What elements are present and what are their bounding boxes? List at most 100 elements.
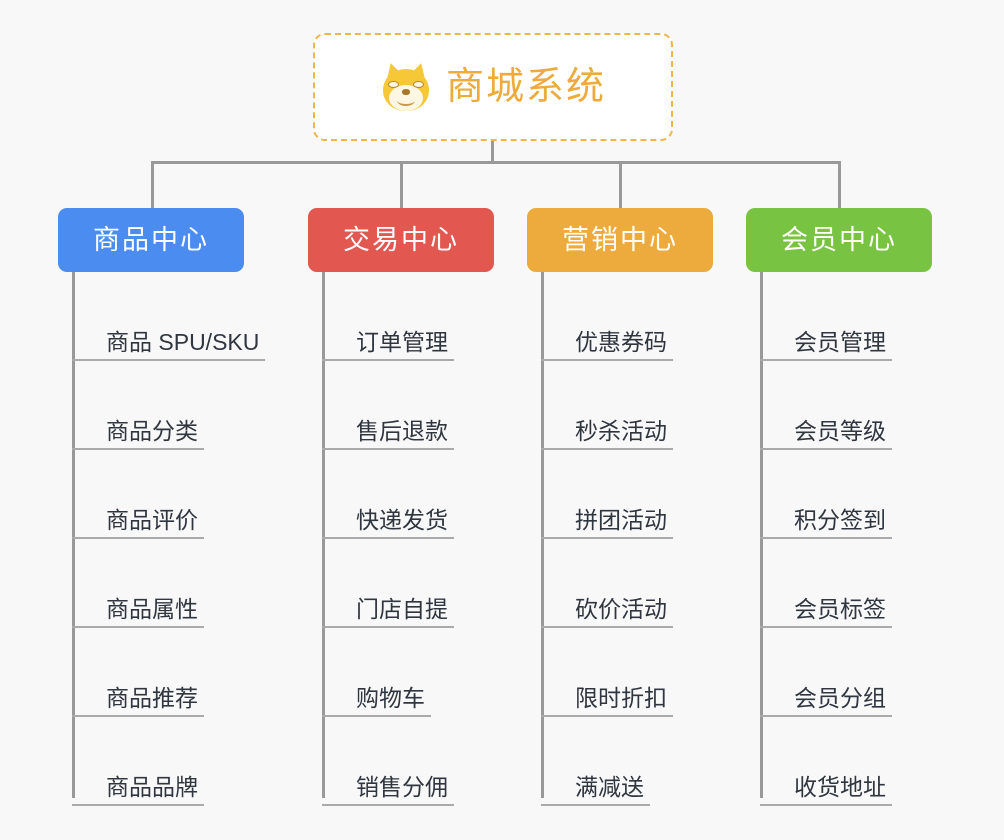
leaf-label: 门店自提	[356, 596, 448, 622]
leaf-label: 商品评价	[106, 507, 198, 533]
leaf-item[interactable]: 会员标签	[760, 539, 932, 628]
leaf-underline	[322, 537, 454, 539]
leaf-underline	[322, 804, 454, 806]
connector-horizontal-bus	[151, 161, 841, 164]
connector-trunk-3	[541, 272, 544, 798]
leaf-item[interactable]: 会员管理	[760, 272, 932, 361]
leaf-item[interactable]: 拼团活动	[541, 450, 713, 539]
leaf-item[interactable]: 门店自提	[322, 539, 494, 628]
leaf-underline	[541, 448, 673, 450]
leaf-list-2: 订单管理 售后退款 快递发货 门店自提 购物车 销售分佣	[322, 272, 494, 806]
leaf-list-4: 会员管理 会员等级 积分签到 会员标签 会员分组 收货地址	[760, 272, 932, 806]
connector-trunk-2	[322, 272, 325, 798]
leaf-underline	[72, 804, 204, 806]
leaf-label: 商品分类	[106, 418, 198, 444]
category-header-3[interactable]: 营销中心	[527, 208, 713, 272]
leaf-label: 商品属性	[106, 596, 198, 622]
leaf-item[interactable]: 优惠券码	[541, 272, 713, 361]
leaf-underline	[72, 448, 204, 450]
leaf-underline	[760, 537, 892, 539]
leaf-underline	[72, 715, 204, 717]
leaf-item[interactable]: 售后退款	[322, 361, 494, 450]
connector-trunk-4	[760, 272, 763, 798]
leaf-label: 购物车	[356, 685, 425, 711]
category-label: 营销中心	[562, 224, 678, 255]
connector-drop-3	[619, 161, 622, 208]
leaf-underline	[760, 359, 892, 361]
leaf-item[interactable]: 秒杀活动	[541, 361, 713, 450]
leaf-list-3: 优惠券码 秒杀活动 拼团活动 砍价活动 限时折扣 满减送	[541, 272, 713, 806]
leaf-underline	[541, 359, 673, 361]
leaf-item[interactable]: 砍价活动	[541, 539, 713, 628]
branch-column-3: 营销中心 优惠券码 秒杀活动 拼团活动 砍价活动 限时折扣	[527, 208, 713, 806]
leaf-underline	[72, 626, 204, 628]
leaf-label: 会员分组	[794, 685, 886, 711]
leaf-label: 商品品牌	[106, 774, 198, 800]
leaf-label: 快递发货	[356, 507, 448, 533]
leaf-item[interactable]: 订单管理	[322, 272, 494, 361]
leaf-label: 售后退款	[356, 418, 448, 444]
category-label: 商品中心	[93, 224, 209, 255]
leaf-label: 销售分佣	[356, 774, 448, 800]
leaf-label: 积分签到	[794, 507, 886, 533]
leaf-item[interactable]: 商品分类	[72, 361, 244, 450]
leaf-item[interactable]: 商品推荐	[72, 628, 244, 717]
leaf-underline	[541, 537, 673, 539]
leaf-underline	[760, 715, 892, 717]
leaf-item[interactable]: 限时折扣	[541, 628, 713, 717]
leaf-item[interactable]: 商品属性	[72, 539, 244, 628]
leaf-underline	[760, 804, 892, 806]
category-label: 会员中心	[781, 224, 897, 255]
leaf-label: 拼团活动	[575, 507, 667, 533]
category-header-2[interactable]: 交易中心	[308, 208, 494, 272]
root-node[interactable]: 商城系统	[313, 33, 673, 141]
leaf-underline	[322, 448, 454, 450]
leaf-underline	[322, 359, 454, 361]
leaf-item[interactable]: 快递发货	[322, 450, 494, 539]
shiba-dog-face-icon	[380, 60, 432, 113]
leaf-underline	[541, 715, 673, 717]
leaf-item[interactable]: 销售分佣	[322, 717, 494, 806]
leaf-label: 优惠券码	[575, 329, 667, 355]
leaf-label: 砍价活动	[575, 596, 667, 622]
category-header-4[interactable]: 会员中心	[746, 208, 932, 272]
leaf-item[interactable]: 商品品牌	[72, 717, 244, 806]
connector-trunk-1	[72, 272, 75, 798]
leaf-underline	[760, 448, 892, 450]
category-label: 交易中心	[343, 224, 459, 255]
leaf-item[interactable]: 积分签到	[760, 450, 932, 539]
leaf-item[interactable]: 商品 SPU/SKU	[72, 272, 265, 361]
branch-column-4: 会员中心 会员管理 会员等级 积分签到 会员标签 会员分组	[746, 208, 932, 806]
leaf-underline	[541, 626, 673, 628]
branch-column-1: 商品中心 商品 SPU/SKU 商品分类 商品评价 商品属性 商品推荐	[58, 208, 265, 806]
leaf-item[interactable]: 商品评价	[72, 450, 244, 539]
leaf-item[interactable]: 会员等级	[760, 361, 932, 450]
leaf-label: 秒杀活动	[575, 418, 667, 444]
leaf-item[interactable]: 会员分组	[760, 628, 932, 717]
leaf-label: 订单管理	[356, 329, 448, 355]
leaf-list-1: 商品 SPU/SKU 商品分类 商品评价 商品属性 商品推荐 商品品牌	[72, 272, 265, 806]
leaf-label: 商品推荐	[106, 685, 198, 711]
root-title: 商城系统	[445, 66, 606, 108]
leaf-label: 会员等级	[794, 418, 886, 444]
shiba-eye-left-icon	[387, 81, 399, 88]
category-header-1[interactable]: 商品中心	[58, 208, 244, 272]
leaf-label: 满减送	[575, 774, 644, 800]
leaf-item[interactable]: 购物车	[322, 628, 494, 717]
shiba-nose-icon	[401, 89, 410, 95]
leaf-underline	[322, 715, 431, 717]
shiba-mouth-icon	[396, 95, 415, 106]
connector-root-stem	[491, 141, 494, 163]
leaf-label: 商品 SPU/SKU	[106, 329, 260, 355]
leaf-underline	[72, 359, 265, 361]
connector-drop-2	[400, 161, 403, 208]
leaf-item[interactable]: 满减送	[541, 717, 713, 806]
leaf-label: 会员标签	[794, 596, 886, 622]
connector-drop-1	[151, 161, 154, 208]
leaf-item[interactable]: 收货地址	[760, 717, 932, 806]
leaf-underline	[760, 626, 892, 628]
leaf-underline	[72, 537, 204, 539]
leaf-label: 限时折扣	[575, 685, 667, 711]
leaf-underline	[322, 626, 454, 628]
